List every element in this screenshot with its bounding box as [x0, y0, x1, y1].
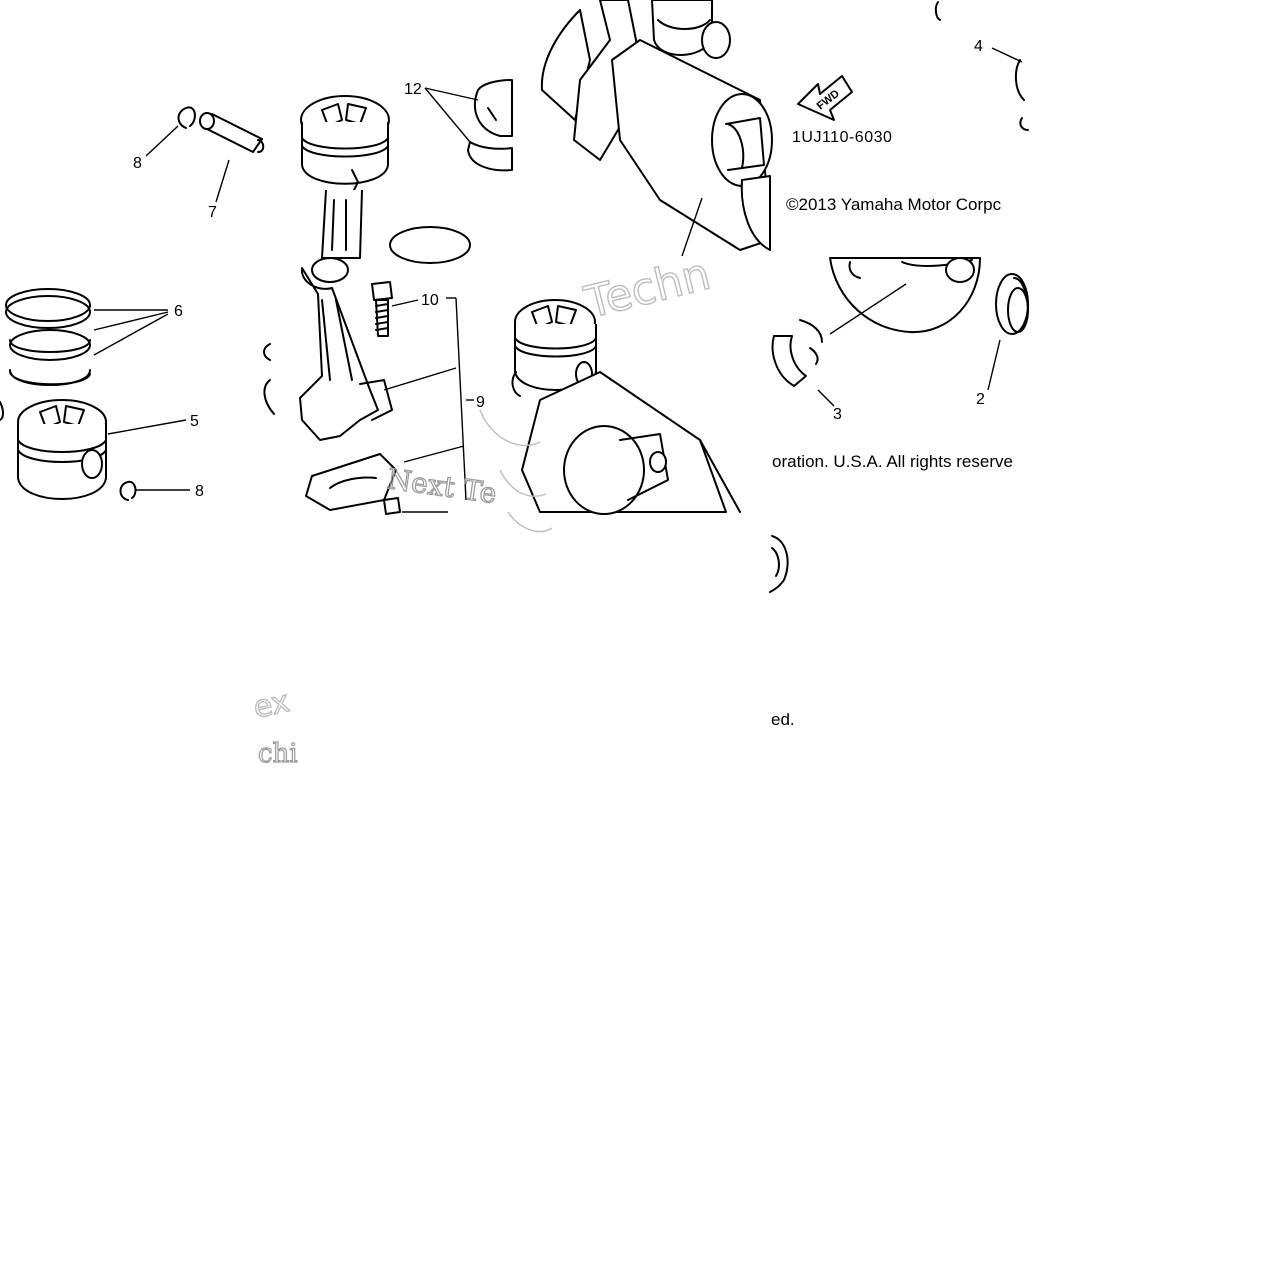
rod-bolt-part-10 [371, 281, 393, 337]
main-bearing-part-3 [771, 319, 823, 387]
piston-crank-assembly [511, 299, 741, 515]
callout-8-bottom: 8 [195, 483, 204, 500]
crank-journal-part [829, 257, 981, 334]
thrust-washer-part-4 [934, 1, 1029, 131]
crankshaft-part [540, 0, 773, 257]
callout-10: 10 [421, 292, 439, 309]
fwd-arrow-icon: FWD [797, 75, 853, 121]
piston-pin-part [199, 112, 265, 153]
callout-9: 9 [476, 394, 485, 411]
callout-6: 6 [174, 303, 183, 320]
callout-7: 7 [208, 204, 217, 221]
callout-5: 5 [190, 413, 199, 430]
connecting-rod-part-9 [263, 257, 397, 511]
callout-12: 12 [404, 81, 422, 98]
watermark-techn: Techn [579, 249, 715, 329]
callout-8-top: 8 [133, 155, 142, 172]
callout-3: 3 [833, 406, 842, 423]
piston-clip-part-lower [119, 480, 137, 501]
bearing-fragment-lower [769, 535, 789, 593]
part-code-label: 1UJ110-6030 [792, 129, 893, 146]
piston-ring-set [5, 288, 91, 386]
piston-clip-part [177, 106, 196, 129]
oil-seal-part-2 [995, 273, 1029, 335]
bearing-shell-pair [467, 79, 513, 172]
copyright-continued: oration. U.S.A. All rights reserve [772, 452, 1013, 471]
watermark-next-te: Next Te [385, 462, 499, 510]
callout-4: 4 [974, 38, 983, 55]
copyright-line: ©2013 Yamaha Motor Corpc [786, 195, 1002, 214]
piston-part-5 [0, 399, 107, 500]
piston-rod-assembly [300, 95, 471, 264]
callout-2: 2 [976, 391, 985, 408]
watermark-ex: ex [250, 684, 292, 726]
rod-nut-part-11 [383, 497, 401, 515]
watermark-chi: chi [258, 739, 298, 769]
copyright-tail: ed. [771, 710, 795, 729]
